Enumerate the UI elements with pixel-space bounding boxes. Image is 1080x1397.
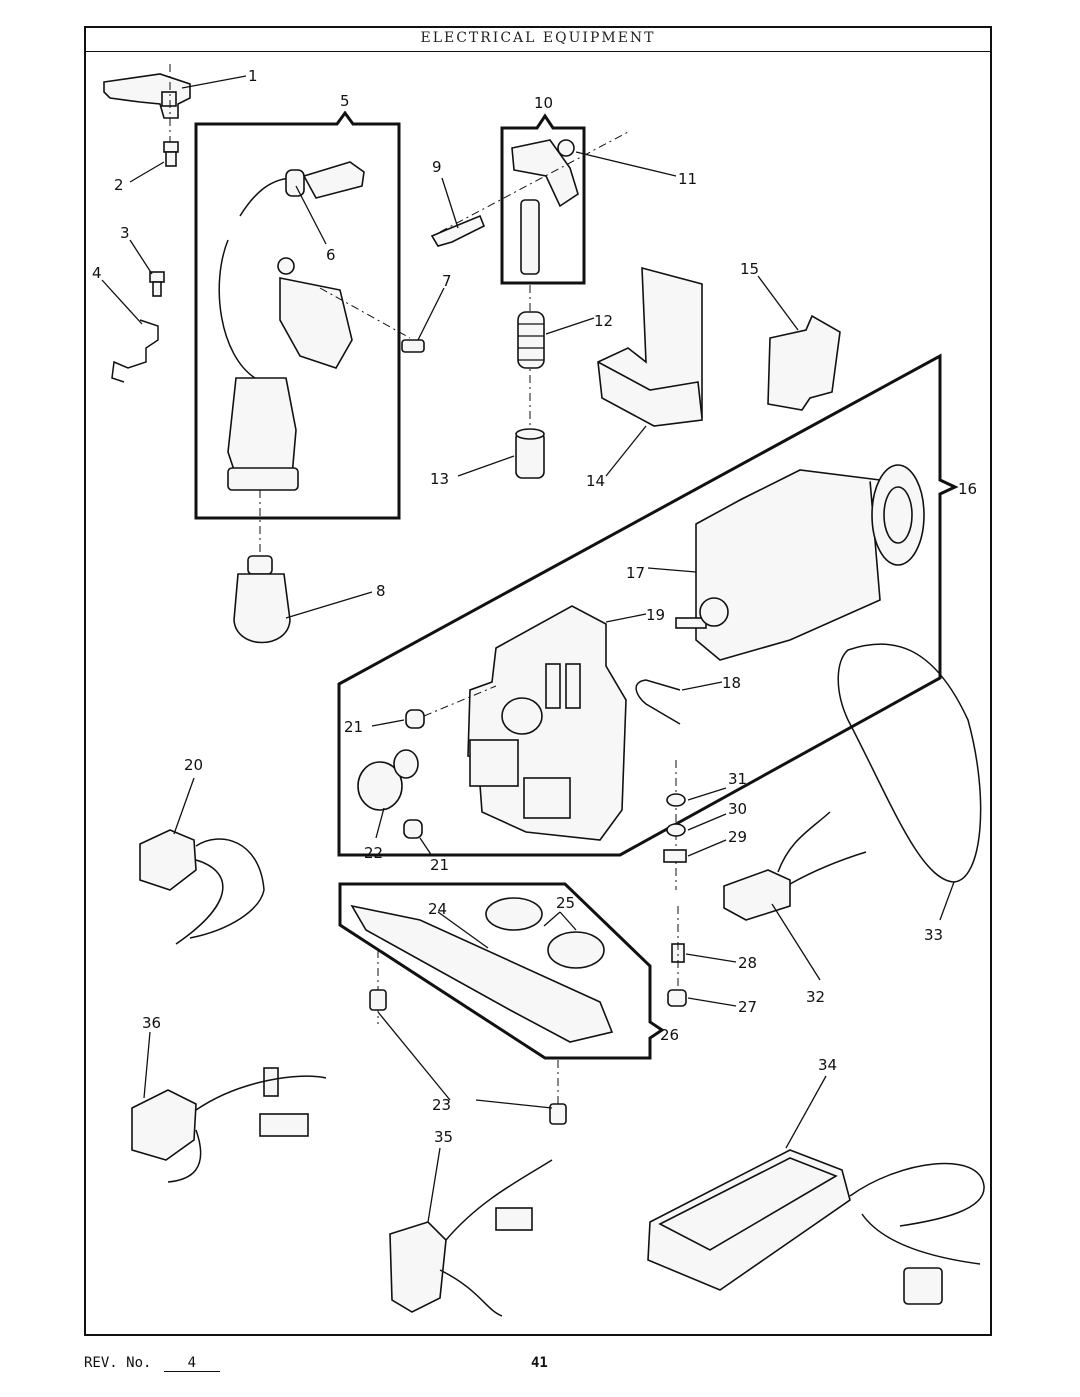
leader-lines [101,75,955,1223]
callout-36: 36 [142,1014,161,1032]
rev-value: 4 [163,1355,220,1372]
callout-numbers: 1 2 3 4 5 6 7 8 9 10 11 12 13 14 15 16 1… [92,67,977,1146]
callout-29: 29 [728,828,747,846]
assembly-box-5 [194,110,401,520]
callout-6: 6 [326,246,336,264]
part-24-coil [485,897,543,931]
part-4-clip [111,319,159,383]
callout-1: 1 [248,67,258,85]
callout-2: 2 [114,176,124,194]
callout-12: 12 [594,312,613,330]
part-12-spring [517,311,545,369]
part-22-knob [357,749,419,811]
callout-27: 27 [738,998,757,1016]
part-21-bushing-upper [405,709,425,729]
part-17-motor [675,469,881,661]
callout-23: 23 [432,1096,451,1114]
callout-19: 19 [646,606,665,624]
revision-label: REV. No. 4 [84,1355,220,1372]
part-30-washer [666,823,686,837]
rev-label: REV. No. [84,1355,152,1371]
callout-3: 3 [120,224,130,242]
part-2-screw [163,141,179,167]
callout-15: 15 [740,260,759,278]
callout-26: 26 [660,1026,679,1044]
callout-21b: 21 [430,856,449,874]
drawing-frame [84,26,992,1336]
part-35-switch [389,1159,553,1317]
part-18-clip [635,679,681,725]
callout-33: 33 [924,926,943,944]
callout-14: 14 [586,472,605,490]
part-26-mounting-plate [350,904,614,1043]
assembly-box-10 [500,113,586,285]
callout-25: 25 [556,894,575,912]
callout-13: 13 [430,470,449,488]
assembly-box-16 [337,353,959,857]
callout-24: 24 [428,900,447,918]
part-20-switch [139,829,265,945]
part-3-screw [149,271,165,297]
callout-34: 34 [818,1056,837,1074]
callout-22: 22 [364,844,383,862]
callout-17: 17 [626,564,645,582]
callout-10: 10 [534,94,553,112]
part-5-lamp-assembly [218,161,365,491]
part-11-nut [557,139,575,157]
part-27-nut [667,989,687,1007]
part-19-motor-housing [467,605,627,841]
page-title: ELECTRICAL EQUIPMENT [420,30,656,46]
part-14-shield [597,266,703,427]
part-13-bushing [515,428,545,479]
part-23-screw-lower [549,1103,567,1125]
part-1-bracket [103,73,191,119]
part-10-bracket-assembly [511,139,579,275]
callout-8: 8 [376,582,386,600]
part-36-switch [131,1067,327,1183]
callout-9: 9 [432,158,442,176]
part-21-bushing-lower [403,819,423,839]
callout-11: 11 [678,170,697,188]
part-33-belt [837,643,982,883]
assembly-box-26 [338,882,665,1060]
callout-16: 16 [958,480,977,498]
part-25-coil [547,931,605,969]
part-34-foot-controller [647,1149,985,1305]
part-15-plate [767,314,841,411]
callout-30: 30 [728,800,747,818]
callout-31: 31 [728,770,747,788]
part-9-screw [430,214,486,247]
part-16-fan [871,464,925,566]
callout-21a: 21 [344,718,363,736]
part-23-screw-upper [369,989,387,1011]
callout-32: 32 [806,988,825,1006]
callout-28: 28 [738,954,757,972]
part-31-nut [666,793,686,807]
part-8-bulb [233,555,291,644]
page-number: 41 [531,1355,548,1371]
callout-7: 7 [442,272,452,290]
callout-20: 20 [184,756,203,774]
part-29-plate [663,849,687,863]
callout-18: 18 [722,674,741,692]
callout-4: 4 [92,264,102,282]
part-7-screw [401,339,425,353]
title-bar [84,26,992,52]
callout-35: 35 [434,1128,453,1146]
callout-5: 5 [340,92,350,110]
